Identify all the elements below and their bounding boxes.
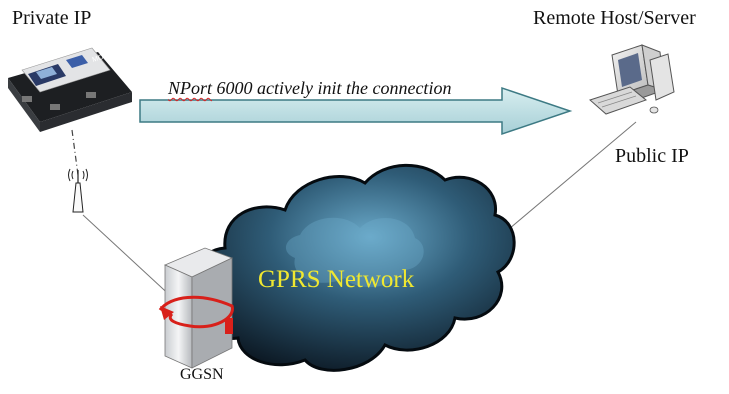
remote-host-label: Remote Host/Server (533, 7, 696, 29)
arrow-text-rest: 6000 actively init the connection (212, 78, 452, 98)
connection-arrow-label: NPort 6000 actively init the connection (168, 78, 451, 99)
computer-icon (589, 44, 675, 115)
ggsn-label: GGSN (180, 366, 224, 383)
ggsn-server-icon (158, 247, 234, 369)
gprs-network-label: GPRS Network (258, 266, 415, 293)
nport-device-icon: MOXA (8, 47, 132, 132)
nport-brand-text: NPort (168, 78, 213, 98)
link-device-antenna (71, 129, 79, 176)
public-ip-label: Public IP (615, 145, 689, 167)
connection-arrow (139, 86, 573, 136)
antenna-icon (68, 168, 88, 213)
link-antenna-ggsn (82, 214, 176, 301)
cloud-icon (193, 163, 516, 372)
private-ip-label: Private IP (12, 7, 92, 29)
